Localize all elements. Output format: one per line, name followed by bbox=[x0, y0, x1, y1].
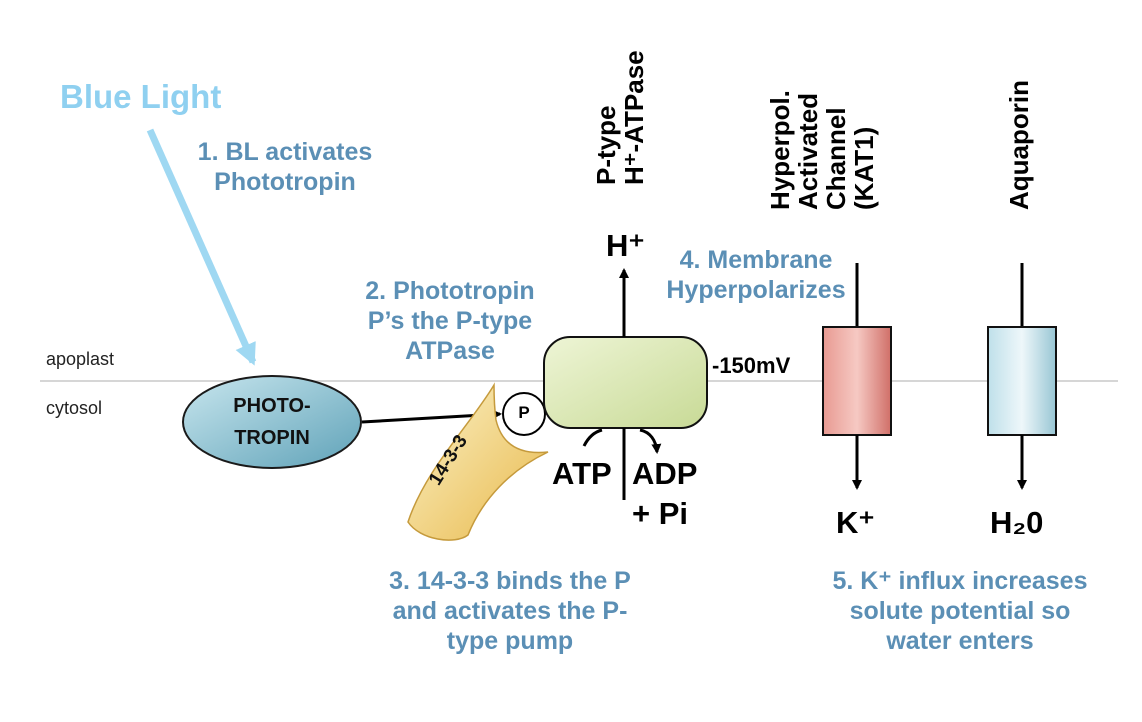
adaptor-14-3-3-shape bbox=[407, 382, 549, 541]
phototropin-line-1: PHOTO- bbox=[233, 395, 311, 417]
channel-header-line-4: (KAT1) bbox=[849, 126, 879, 210]
phospho-circle bbox=[502, 392, 546, 436]
step-3-line-2: and activates the P- bbox=[392, 597, 628, 625]
pump-header: P-type H⁺-ATPase bbox=[591, 50, 649, 185]
atp-label: ATP bbox=[552, 456, 612, 491]
channel-header: Hyperpol. Activated Channel (KAT1) bbox=[765, 90, 879, 210]
channel-header-line-3: Channel bbox=[821, 107, 851, 210]
step-4-text: 4. Membrane Hyperpolarizes bbox=[652, 245, 860, 305]
step-3-text: 3. 14-3-3 binds the P and activates the … bbox=[345, 566, 675, 656]
step-5-line-3: water enters bbox=[886, 627, 1034, 655]
step-4-line-1: 4. Membrane bbox=[679, 246, 833, 274]
step-5-line-1: 5. K⁺ influx increases bbox=[832, 567, 1088, 595]
step-3-line-3: type pump bbox=[446, 627, 574, 655]
step-1-text: 1. BL activates Phototropin bbox=[175, 137, 395, 197]
apoplast-label: apoplast bbox=[46, 349, 115, 369]
phospho-label: P bbox=[518, 403, 530, 422]
phototropin-ellipse bbox=[182, 375, 362, 469]
pump-box bbox=[543, 336, 708, 429]
step-2-line-1: 2. Phototropin bbox=[365, 277, 535, 305]
step-1-line-1: 1. BL activates bbox=[197, 138, 373, 166]
aquaporin-box bbox=[987, 326, 1057, 436]
step-1-line-2: Phototropin bbox=[214, 168, 356, 196]
blue-light-arrow bbox=[146, 128, 257, 366]
pi-label: + Pi bbox=[632, 496, 689, 531]
aquaporin-header: Aquaporin bbox=[1004, 80, 1034, 210]
pump-header-line-2: H⁺-ATPase bbox=[619, 50, 649, 185]
step-2-text: 2. Phototropin P’s the P-type ATPase bbox=[345, 276, 555, 366]
pump-header-line-1: P-type bbox=[591, 105, 621, 185]
atp-curve bbox=[582, 428, 603, 447]
step-2-line-3: ATPase bbox=[405, 337, 495, 365]
blue-light-label: Blue Light bbox=[60, 78, 222, 115]
adp-label: ADP bbox=[632, 456, 698, 491]
step-5-text: 5. K⁺ influx increases solute potential … bbox=[790, 566, 1130, 656]
step-5-line-2: solute potential so bbox=[849, 597, 1071, 625]
channel-header-line-1: Hyperpol. bbox=[765, 90, 795, 210]
phototropin-line-2: TROPIN bbox=[234, 427, 310, 449]
step-3-line-1: 3. 14-3-3 binds the P bbox=[389, 567, 631, 595]
cytosol-label: cytosol bbox=[46, 398, 103, 418]
voltage-label: -150mV bbox=[712, 353, 791, 378]
aquaporin-header-line: Aquaporin bbox=[1004, 80, 1034, 210]
potassium-label: K⁺ bbox=[836, 505, 875, 540]
channel-header-line-2: Activated bbox=[793, 92, 823, 210]
water-label: H₂0 bbox=[990, 505, 1044, 540]
channel-box bbox=[822, 326, 892, 436]
step-2-line-2: P’s the P-type bbox=[367, 307, 533, 335]
phototropin-label: PHOTO- TROPIN bbox=[200, 390, 344, 454]
proton-label: H⁺ bbox=[606, 228, 645, 263]
adp-arrow bbox=[639, 428, 662, 454]
step-4-line-2: Hyperpolarizes bbox=[666, 276, 846, 304]
